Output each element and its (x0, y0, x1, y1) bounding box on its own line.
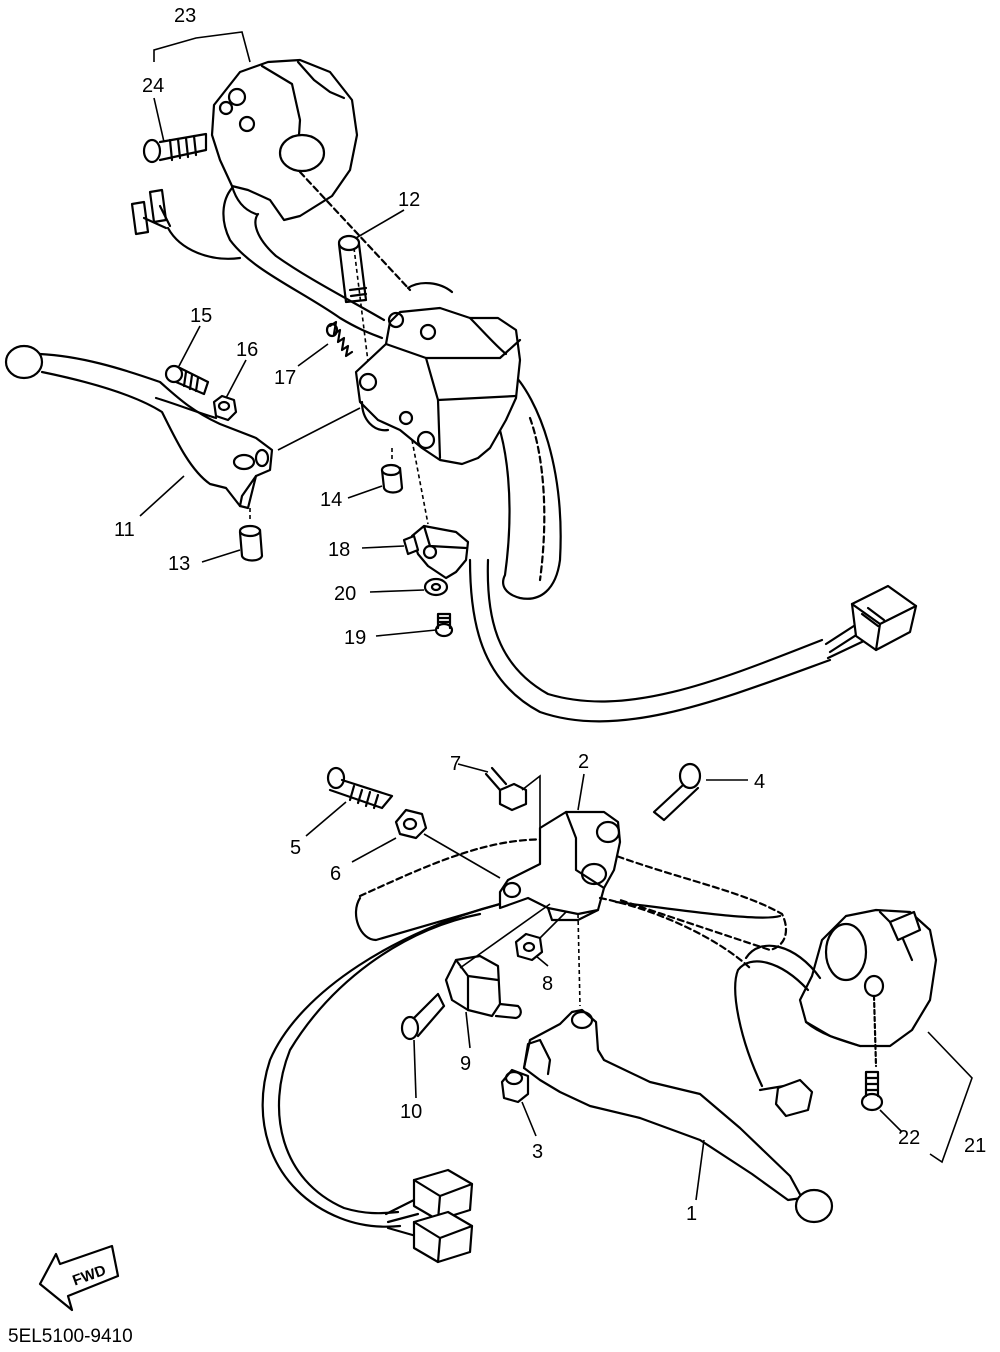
callout-12: 12 (398, 189, 420, 211)
callout-5: 5 (290, 837, 301, 859)
callout-7: 7 (450, 753, 461, 775)
switch-wire-lower (598, 896, 822, 1118)
callout-9: 9 (460, 1053, 471, 1075)
callout-19: 19 (344, 627, 366, 649)
lower-cable-connectors (261, 902, 502, 1264)
switch-wire-connectors (130, 186, 386, 340)
left-switch-housing (798, 908, 938, 1068)
bolt-15 (164, 364, 210, 396)
callout-18: 18 (328, 539, 350, 561)
fwd-arrow-icon: FWD (38, 1244, 120, 1312)
lever-holder-2 (498, 810, 622, 922)
callout-21: 21 (964, 1135, 986, 1157)
collar-3 (500, 1068, 530, 1104)
spring-17 (325, 320, 354, 358)
callout-24: 24 (142, 75, 164, 97)
brake-switch-18 (402, 439, 470, 580)
callout-22: 22 (898, 1127, 920, 1149)
callout-13: 13 (168, 553, 190, 575)
callout-8: 8 (542, 973, 553, 995)
screw-22 (860, 1070, 884, 1112)
callout-6: 6 (330, 863, 341, 885)
callout-11: 11 (114, 519, 135, 541)
leader-lines (139, 31, 973, 1201)
upper-handlebar-grip (298, 170, 562, 600)
callout-10: 10 (400, 1101, 422, 1123)
callout-15: 15 (190, 305, 212, 327)
screw-10 (400, 992, 446, 1041)
lower-handlebar-grip (354, 838, 788, 952)
bolt-12 (337, 234, 371, 379)
bolt-4 (652, 762, 702, 822)
bolt-5 (326, 766, 394, 810)
screw-24 (142, 132, 208, 164)
callout-labels: 23 24 12 15 16 17 11 13 14 18 20 19 7 2 … (114, 5, 986, 1225)
nut-8 (514, 932, 544, 962)
callout-2: 2 (578, 751, 589, 773)
bolt-7 (484, 766, 528, 812)
callout-16: 16 (236, 339, 258, 361)
switch-9 (444, 954, 522, 1020)
washer-20 (423, 577, 449, 597)
nut-6 (394, 808, 501, 879)
upper-cable-connector (468, 558, 918, 723)
screw-19 (434, 612, 454, 638)
brake-lever-11 (4, 344, 274, 510)
callout-1: 1 (686, 1203, 697, 1225)
right-switch-housing (210, 58, 359, 222)
lever-holder-upper (354, 306, 522, 466)
callout-20: 20 (334, 583, 356, 605)
callout-14: 14 (320, 489, 342, 511)
collar-14 (380, 448, 404, 494)
callout-23: 23 (174, 5, 196, 27)
drawing-code: 5EL5100-9410 (8, 1326, 133, 1347)
nut-16 (212, 394, 238, 422)
collar-13 (238, 508, 264, 562)
callout-4: 4 (754, 771, 765, 793)
callout-17: 17 (274, 367, 296, 389)
callout-3: 3 (532, 1141, 543, 1163)
clutch-lever-1 (522, 913, 834, 1224)
